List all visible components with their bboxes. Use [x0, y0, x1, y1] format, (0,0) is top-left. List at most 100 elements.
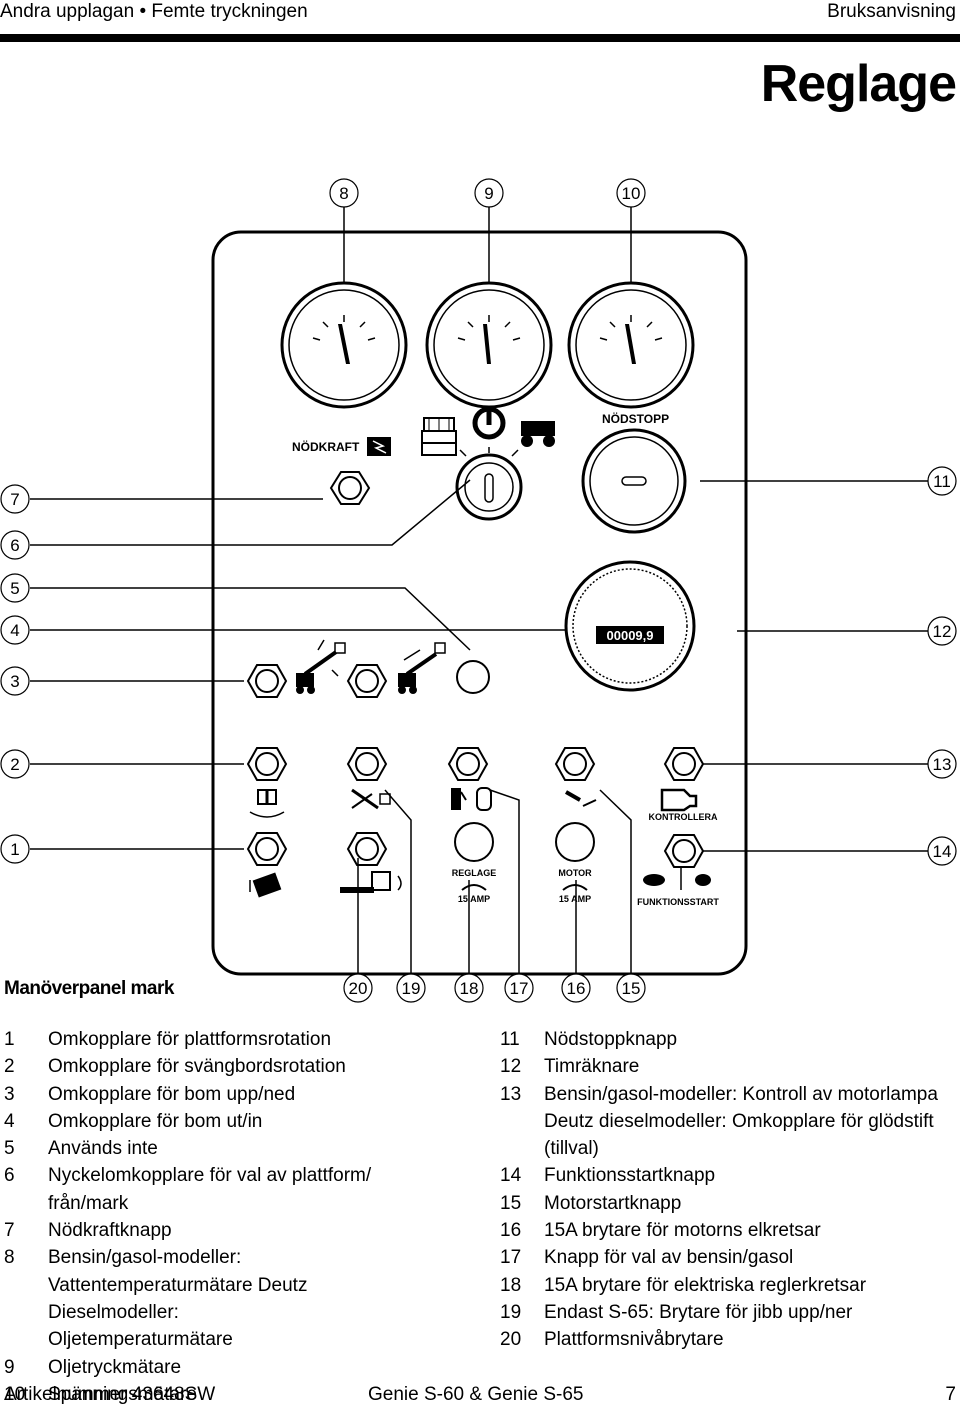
legend-text: 15A brytare för elektriska reglerkretsar [544, 1274, 867, 1296]
platform-level-switch[interactable] [346, 747, 388, 781]
legend-number: 5 [4, 1138, 15, 1160]
boom-extend-retract-switch[interactable] [346, 664, 388, 698]
boom-extend-retract-icon [398, 642, 446, 694]
legend-number: 4 [4, 1110, 15, 1132]
callout-5: 5 [0, 573, 30, 603]
platform-level-icon [351, 788, 391, 810]
turtle-icon [643, 874, 665, 886]
callout-20: 20 [343, 973, 373, 1003]
page-number: 7 [945, 1384, 956, 1405]
legend-item: 14 Funktionsstartknapp [500, 1162, 960, 1189]
legend-item: 18 15A brytare för elektriska reglerkrets… [500, 1272, 960, 1299]
control-breaker-button[interactable] [454, 822, 494, 862]
legend-item: 7 Nödkraftknapp [4, 1217, 474, 1244]
callout-5-number: 5 [10, 579, 19, 598]
callout-3: 3 [0, 666, 30, 696]
panel-outline [211, 230, 748, 976]
legend-item: 20 Plattformsnivåbrytare [500, 1326, 960, 1353]
legend-text: Motorstartknapp [544, 1192, 682, 1214]
breaker-icon [461, 884, 487, 891]
emergency-power-button[interactable] [329, 471, 371, 505]
boom-up-down-icon [296, 639, 346, 694]
legend-number: 12 [500, 1056, 522, 1078]
legend-number: 16 [500, 1220, 522, 1242]
callout-10-number: 10 [622, 184, 641, 203]
callout-1-number: 1 [10, 840, 19, 859]
legend-number: 1 [4, 1029, 15, 1050]
legend-text: 15A brytare för motorns elkretsar [544, 1220, 821, 1242]
legend-text: Omkopplare för bom ut/in [48, 1110, 263, 1132]
callout-20-number: 20 [349, 979, 368, 998]
leader-lines [30, 207, 928, 975]
header-right: Bruksanvisning [827, 1, 956, 22]
callout-8: 8 [329, 178, 359, 208]
legend-text: Nödstoppknapp [544, 1029, 678, 1050]
motor-start-button[interactable] [555, 822, 595, 862]
legend-number: 18 [500, 1274, 522, 1296]
jib-up-down-switch[interactable] [346, 832, 388, 866]
boom-up-down-switch[interactable] [246, 664, 288, 698]
legend-text: Spänningsmätare [48, 1383, 197, 1405]
fuel-pump-icon [451, 787, 492, 811]
callout-16: 16 [561, 973, 591, 1003]
legend-number: 8 [4, 1247, 15, 1269]
callout-13: 13 [927, 749, 957, 779]
callout-4-number: 4 [10, 621, 19, 640]
callout-18-number: 18 [460, 979, 479, 998]
platform-rotate-switch[interactable] [246, 832, 288, 866]
callout-9: 9 [474, 178, 504, 208]
legend-text: Plattformsnivåbrytare [544, 1329, 724, 1351]
check-engine-light[interactable] [663, 747, 705, 781]
emergency-stop-button[interactable] [581, 428, 687, 534]
fuel-select-switch[interactable] [447, 747, 489, 781]
callout-13-number: 13 [933, 755, 952, 774]
legend-number: 6 [4, 1165, 15, 1187]
callout-8-number: 8 [339, 184, 348, 203]
label-amp-motor: 15 AMP [559, 894, 591, 904]
label-nodkraft: NÖDKRAFT [292, 439, 360, 454]
legend-number: 20 [500, 1329, 522, 1351]
callout-15-number: 15 [622, 979, 641, 998]
callout-15: 15 [616, 973, 646, 1003]
callout-11: 11 [927, 466, 957, 496]
wrench-icon [565, 790, 597, 807]
turntable-rotate-switch[interactable] [246, 747, 288, 781]
callout-19-number: 19 [402, 979, 421, 998]
legend-number: 14 [500, 1165, 522, 1187]
callout-16-number: 16 [567, 979, 586, 998]
footer-product: Genie S-60 & Genie S-65 [368, 1384, 584, 1405]
function-start-button[interactable] [663, 834, 705, 868]
legend-number: 7 [4, 1220, 15, 1242]
legend-number: 9 [4, 1356, 15, 1378]
callout-2: 2 [0, 749, 30, 779]
hour-meter: 00009,9 [564, 560, 696, 692]
control-panel-diagram: NÖDKRAFT NÖDSTOPP [0, 178, 957, 1003]
legend-text: Funktionsstartknapp [544, 1165, 716, 1187]
header-left: Andra upplagan • Femte tryckningen [0, 1, 308, 22]
callout-6: 6 [0, 530, 30, 560]
label-reglage: REGLAGE [452, 868, 497, 878]
callout-3-number: 3 [10, 672, 19, 691]
callout-2-number: 2 [10, 755, 19, 774]
legend-text: Nödkraftknapp [48, 1220, 172, 1242]
legend-number: 11 [500, 1029, 520, 1050]
callout-7-number: 7 [10, 490, 19, 509]
callout-6-number: 6 [10, 536, 19, 555]
glow-plug-switch[interactable] [554, 747, 596, 781]
legend-text: Bensin/gasol-modeller: Kontroll av motor… [544, 1083, 938, 1160]
legend-text: Omkopplare för plattformsrotation [48, 1029, 332, 1050]
label-motor: MOTOR [558, 868, 592, 878]
legend-text: Omkopplare för bom upp/ned [48, 1083, 296, 1105]
key-switch[interactable] [455, 447, 523, 521]
legend-number: 2 [4, 1056, 15, 1078]
